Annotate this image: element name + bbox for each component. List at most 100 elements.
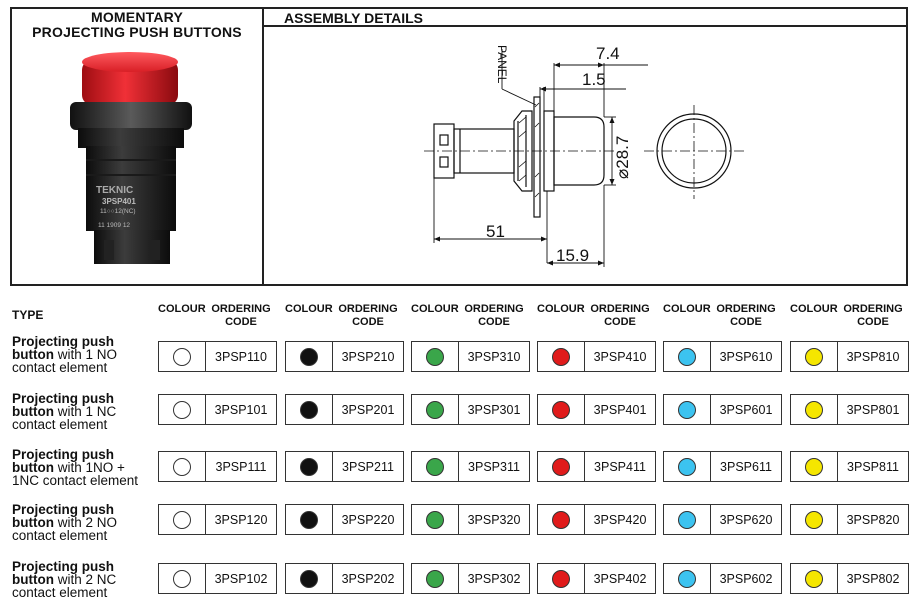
ordering-code-cell: 3PSP601 — [710, 394, 782, 425]
colour-cell — [663, 563, 711, 594]
ordering-code-cell: 3PSP101 — [205, 394, 277, 425]
row-label-line2-bold: button — [12, 515, 54, 530]
colour-cell — [537, 341, 585, 372]
ordering-code-cell: 3PSP202 — [332, 563, 404, 594]
panel-label: PANEL — [495, 45, 509, 84]
ordering-code: 3PSP211 — [342, 460, 394, 474]
assembly-header-rule — [264, 25, 908, 27]
colour-header: COLOUR — [411, 303, 459, 315]
row-label-line1: Projecting push — [12, 391, 115, 406]
ordering-code-cell: 3PSP302 — [458, 563, 530, 594]
row-label-line2-bold: button — [12, 460, 54, 475]
colour-cell — [790, 563, 838, 594]
dim-diameter: ⌀28.7 — [613, 136, 632, 179]
colour-cell — [285, 563, 333, 594]
colour-cell — [537, 563, 585, 594]
ordering-code: 3PSP101 — [214, 403, 268, 417]
colour-swatch — [173, 570, 191, 588]
colour-cell — [663, 451, 711, 482]
ordering-code-cell: 3PSP211 — [332, 451, 404, 482]
row-label-line2-text: with 2 NO — [53, 515, 118, 530]
ordering-code-cell: 3PSP111 — [205, 451, 277, 482]
panel-divider — [262, 7, 264, 286]
model-marking: 3PSP401 — [102, 197, 136, 206]
ordering-code-cell: 3PSP220 — [332, 504, 404, 535]
row-label-line1: Projecting push — [12, 559, 115, 574]
colour-swatch — [173, 401, 191, 419]
ordering-header-line1: ORDERING — [843, 303, 903, 315]
ordering-code-cell: 3PSP311 — [458, 451, 530, 482]
ordering-code-cell: 3PSP102 — [205, 563, 277, 594]
row-label-line3: 1NC contact element — [12, 473, 139, 488]
ordering-code-cell: 3PSP301 — [458, 394, 530, 425]
ordering-code: 3PSP311 — [468, 460, 520, 474]
ordering-code-cell: 3PSP602 — [710, 563, 782, 594]
ordering-header-line2: CODE — [478, 316, 510, 328]
colour-cell — [411, 563, 459, 594]
colour-cell — [537, 504, 585, 535]
ordering-code-cell: 3PSP620 — [710, 504, 782, 535]
colour-swatch — [678, 570, 696, 588]
colour-swatch — [805, 348, 823, 366]
colour-cell — [790, 451, 838, 482]
product-title-line1: MOMENTARY — [90, 9, 183, 25]
row-label-line2: button with 2 NO — [12, 515, 118, 530]
ordering-header-line2: CODE — [604, 316, 636, 328]
colour-swatch — [552, 401, 570, 419]
ordering-code: 3PSP110 — [215, 350, 267, 364]
colour-swatch — [300, 570, 318, 588]
ordering-code: 3PSP410 — [593, 350, 647, 364]
row-label-line2: button with 1 NC — [12, 405, 116, 419]
colour-swatch — [678, 458, 696, 476]
ordering-code: 3PSP401 — [593, 403, 647, 417]
colour-cell — [285, 504, 333, 535]
ordering-code-cell: 3PSP811 — [837, 451, 909, 482]
ordering-code: 3PSP601 — [719, 403, 773, 417]
row-label-line2-bold: button — [12, 572, 54, 587]
colour-cell — [790, 394, 838, 425]
row-label-line1: Projecting push — [12, 447, 115, 462]
colour-swatch — [678, 401, 696, 419]
ordering-code: 3PSP310 — [467, 350, 521, 364]
row-label-line1: Projecting push — [12, 334, 115, 349]
row-label-line2-bold: button — [12, 347, 54, 362]
ordering-code: 3PSP810 — [846, 350, 900, 364]
ordering-code-cell: 3PSP410 — [584, 341, 656, 372]
dim-51: 51 — [486, 222, 505, 241]
ordering-code-cell: 3PSP820 — [837, 504, 909, 535]
colour-cell — [537, 394, 585, 425]
ordering-code: 3PSP202 — [341, 572, 395, 586]
dim-7-4: 7.4 — [596, 44, 620, 63]
ordering-code-cell: 3PSP610 — [710, 341, 782, 372]
colour-cell — [663, 394, 711, 425]
colour-header: COLOUR — [790, 303, 838, 315]
ordering-code-cell: 3PSP411 — [584, 451, 656, 482]
colour-cell — [158, 341, 206, 372]
ordering-header-line2: CODE — [730, 316, 762, 328]
colour-swatch — [173, 348, 191, 366]
ordering-code-cell: 3PSP420 — [584, 504, 656, 535]
colour-swatch — [805, 570, 823, 588]
ordering-code: 3PSP811 — [847, 460, 899, 474]
ordering-header-line1: ORDERING — [590, 303, 650, 315]
colour-cell — [158, 394, 206, 425]
product-title: MOMENTARY PROJECTING PUSH BUTTONS — [12, 10, 262, 40]
ordering-code-cell: 3PSP120 — [205, 504, 277, 535]
colour-swatch — [805, 511, 823, 529]
colour-swatch — [552, 570, 570, 588]
ordering-code-cell: 3PSP810 — [837, 341, 909, 372]
colour-cell — [158, 451, 206, 482]
colour-cell — [790, 341, 838, 372]
colour-cell — [537, 451, 585, 482]
colour-swatch — [426, 511, 444, 529]
colour-cell — [411, 341, 459, 372]
row-label-line3: contact element — [12, 528, 108, 543]
